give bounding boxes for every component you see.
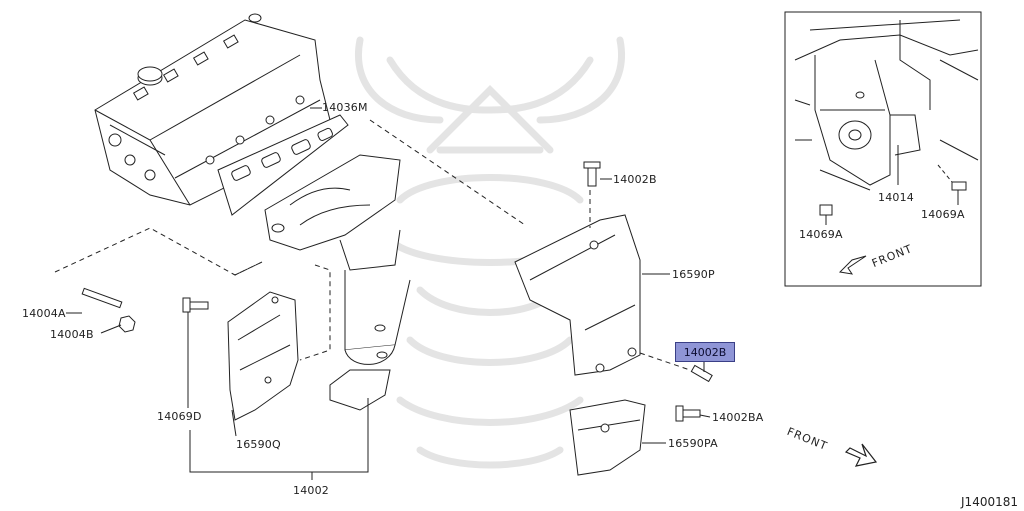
diagram-id: J1400181 bbox=[961, 495, 1018, 509]
nut-14004B bbox=[118, 315, 136, 333]
exhaust-manifold-14002 bbox=[264, 154, 411, 411]
label-16590P[interactable]: 16590P bbox=[672, 268, 715, 281]
label-14002B-highlighted[interactable]: 14002B bbox=[675, 342, 735, 362]
label-14004A[interactable]: 14004A bbox=[22, 307, 66, 320]
bolt-14002B-hl bbox=[690, 364, 713, 383]
leader-lines bbox=[66, 107, 711, 480]
gasket-14036M bbox=[217, 114, 349, 216]
inset-frame bbox=[784, 11, 982, 287]
label-16590PA[interactable]: 16590PA bbox=[668, 437, 718, 450]
label-16590Q[interactable]: 16590Q bbox=[236, 438, 281, 451]
label-14002[interactable]: 14002 bbox=[293, 484, 329, 497]
heat-insulator-16590PA bbox=[569, 399, 646, 476]
cylinder-head bbox=[94, 13, 331, 206]
heat-insulator-16590Q bbox=[227, 291, 299, 421]
highlighted-part-text: 14002B bbox=[683, 346, 727, 359]
front-arrow-icon bbox=[844, 443, 878, 467]
label-14069D[interactable]: 14069D bbox=[157, 410, 202, 423]
label-14002B-top[interactable]: 14002B bbox=[613, 173, 657, 186]
inset-engine bbox=[794, 19, 979, 275]
label-14002BA[interactable]: 14002BA bbox=[712, 411, 764, 424]
label-14004B[interactable]: 14004B bbox=[50, 328, 94, 341]
dashed-lines bbox=[54, 119, 691, 371]
stud-14004A bbox=[81, 287, 123, 309]
bolt-14002B-top bbox=[587, 165, 597, 187]
inset-label-14014[interactable]: 14014 bbox=[878, 191, 914, 204]
inset-label-14069A-right[interactable]: 14069A bbox=[921, 208, 965, 221]
label-14036M[interactable]: 14036M bbox=[322, 101, 368, 114]
watermark-helmet bbox=[355, 36, 625, 469]
heat-insulator-16590P bbox=[514, 214, 641, 376]
inset-label-14069A-left[interactable]: 14069A bbox=[799, 228, 843, 241]
